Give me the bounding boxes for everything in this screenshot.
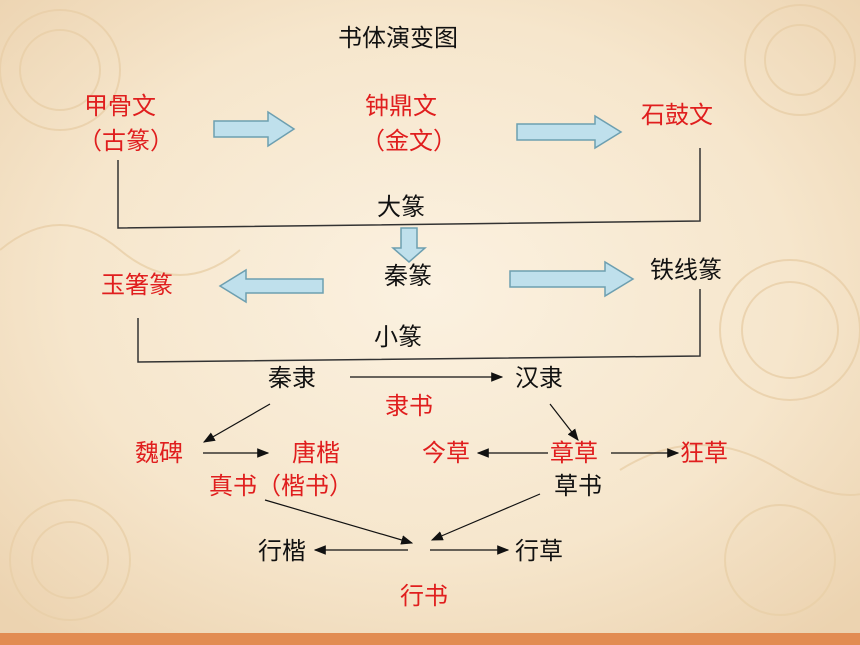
node-jinwen: （金文） xyxy=(361,127,457,155)
block-arrow-right-1 xyxy=(213,110,296,148)
block-arrow-left xyxy=(218,268,324,304)
node-xingkai: 行楷 xyxy=(258,537,306,565)
arrow-zhenshu-xingshu xyxy=(264,499,414,545)
node-guzhuan: （古篆） xyxy=(78,127,174,155)
node-shiguwen: 石鼓文 xyxy=(641,101,713,129)
bottom-band xyxy=(0,633,860,645)
node-hanli: 汉隶 xyxy=(515,364,563,392)
node-weibei: 魏碑 xyxy=(135,439,183,467)
node-xingcao: 行草 xyxy=(515,537,563,565)
node-dazhuan: 大篆 xyxy=(377,193,425,221)
node-zhangcao: 章草 xyxy=(550,439,598,467)
block-arrow-right-2 xyxy=(516,114,623,150)
arrow-qinli-weibei xyxy=(202,403,271,443)
node-qinli: 秦隶 xyxy=(268,364,316,392)
node-kuangcao: 狂草 xyxy=(680,439,728,467)
node-xingshu: 行书 xyxy=(400,582,448,610)
arrow-caoshu-xingshu xyxy=(430,493,541,541)
bracket-dazhuan xyxy=(117,148,701,229)
node-lishu: 隶书 xyxy=(385,392,433,420)
arrow-hanli-zhangcao xyxy=(549,403,579,441)
node-tangkai: 唐楷 xyxy=(292,439,340,467)
block-arrow-down xyxy=(391,227,427,263)
node-tiexianzhuan: 铁线篆 xyxy=(650,256,722,284)
node-yuzhuzhuan: 玉箸篆 xyxy=(101,271,173,299)
node-jiaguwen: 甲骨文 xyxy=(84,92,156,120)
diagram-title: 书体演变图 xyxy=(338,24,458,52)
block-arrow-right-3 xyxy=(509,260,635,298)
node-caoshu: 草书 xyxy=(554,472,602,500)
node-zhenshu: 真书（楷书） xyxy=(209,472,353,500)
node-zhongdingwen: 钟鼎文 xyxy=(365,92,437,120)
bracket-xiaozhuan xyxy=(137,289,701,363)
node-qinzhuan: 秦篆 xyxy=(384,262,432,290)
node-xiaozhuan: 小篆 xyxy=(374,323,422,351)
node-jincao: 今草 xyxy=(422,439,470,467)
